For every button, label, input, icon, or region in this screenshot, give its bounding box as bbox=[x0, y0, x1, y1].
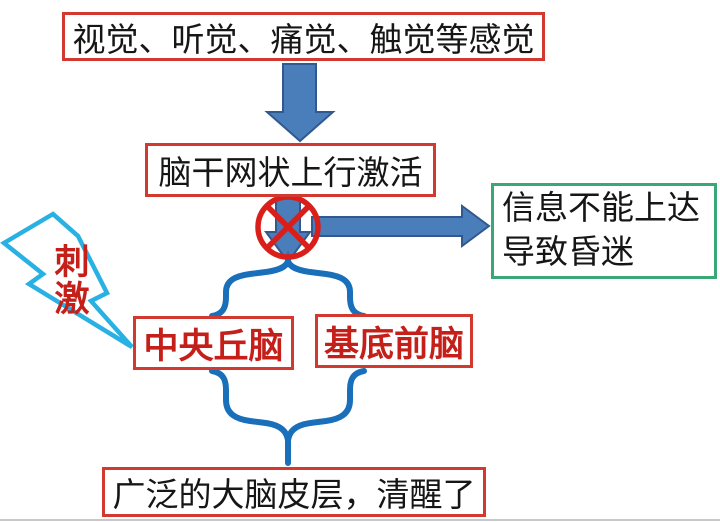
right-arrow bbox=[311, 204, 491, 248]
upper-brace bbox=[209, 250, 367, 319]
basal-forebrain-box: 基底前脑 bbox=[315, 314, 473, 368]
sensory-input-box: 视觉、听觉、痛觉、触觉等感觉 bbox=[62, 12, 545, 61]
coma-result-box: 信息不能上达 导致昏迷 bbox=[491, 183, 717, 279]
lightning-bolt-icon bbox=[0, 211, 134, 349]
central-thalamus-box: 中央丘脑 bbox=[133, 316, 294, 370]
coma-line-1: 信息不能上达 bbox=[502, 191, 700, 227]
coma-line-2: 导致昏迷 bbox=[502, 235, 634, 271]
bottom-edge-line bbox=[0, 519, 720, 521]
no-entry-circle-x-icon bbox=[255, 194, 321, 260]
lower-brace bbox=[209, 368, 367, 466]
stimulus-label: 刺激 bbox=[54, 243, 90, 319]
cortex-awake-box: 广泛的大脑皮层，清醒了 bbox=[102, 467, 486, 517]
brainstem-activation-box: 脑干网状上行激活 bbox=[145, 143, 436, 197]
down-arrow bbox=[264, 63, 336, 143]
